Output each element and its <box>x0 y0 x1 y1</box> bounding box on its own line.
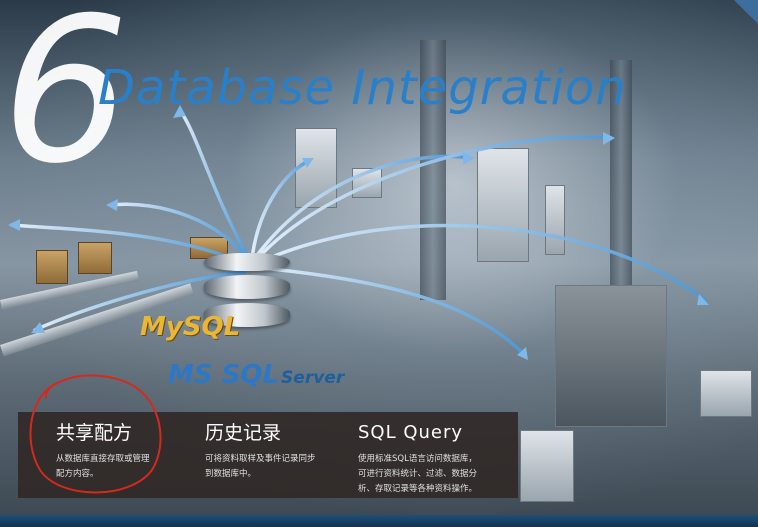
flow-arrow <box>33 270 247 332</box>
feature-description-line: 到数据库中。 <box>205 469 257 479</box>
mssql-logo-text: MS SQL <box>168 360 280 390</box>
feature-panel: 共享配方 从数据库直接存取或管理 配方内容。 历史记录 可将资料取样及事件记录同… <box>18 412 518 498</box>
printer-terminal <box>520 430 574 502</box>
flow-arrow <box>250 158 312 260</box>
packaging-machine <box>555 285 667 427</box>
feature-description: 使用标准SQL语言访问数据库， 可进行资料统计、过滤、数据分 析、存取记录等各种… <box>358 452 508 497</box>
feature-description-line: 可进行资料统计、过滤、数据分 <box>358 469 478 479</box>
cardboard-box <box>78 242 112 274</box>
arrowhead <box>106 199 118 211</box>
arrowhead <box>302 158 314 168</box>
hmi-panel <box>700 370 752 417</box>
flow-arrow <box>256 135 612 260</box>
feature-sql-query: SQL Query 使用标准SQL语言访问数据库， 可进行资料统计、过滤、数据分… <box>358 420 508 497</box>
feature-history-log: 历史记录 可将资料取样及事件记录同步 到数据库中。 <box>205 420 335 482</box>
feature-title: 共享配方 <box>56 422 133 444</box>
arrowhead <box>173 105 186 118</box>
arrowhead <box>697 294 709 305</box>
feature-shared-recipe: 共享配方 从数据库直接存取或管理 配方内容。 <box>56 420 168 482</box>
machine-unit <box>295 128 337 208</box>
factory-pillar <box>420 40 446 300</box>
flow-arrow <box>178 108 252 262</box>
feature-description-line: 可将资料取样及事件记录同步 <box>205 454 316 464</box>
feature-description-line: 使用标准SQL语言访问数据库， <box>358 454 477 464</box>
arrowhead <box>603 132 615 145</box>
feature-title: 历史记录 <box>205 422 282 444</box>
feature-description: 从数据库直接存取或管理 配方内容。 <box>56 452 168 482</box>
feature-description: 可将资料取样及事件记录同步 到数据库中。 <box>205 452 335 482</box>
feature-title: SQL Query <box>358 422 464 443</box>
feature-description-line: 从数据库直接存取或管理 <box>56 454 150 464</box>
bottom-strip <box>0 515 758 527</box>
corner-accent <box>734 0 758 24</box>
mssql-logo-suffix: Server <box>281 368 345 388</box>
flow-arrow <box>258 223 707 302</box>
arrowhead <box>31 322 45 333</box>
flow-arrow <box>260 266 527 357</box>
feature-description-line: 配方内容。 <box>56 469 99 479</box>
arrowhead <box>463 152 475 165</box>
page-title: Database Integration <box>98 60 627 116</box>
database-cylinder-icon <box>204 253 290 331</box>
arrowhead <box>8 219 20 231</box>
control-cabinet <box>477 148 529 262</box>
factory-pillar <box>610 60 632 300</box>
feature-description-line: 析、存取记录等各种资料操作。 <box>358 484 478 494</box>
mysql-logo: MySQL <box>140 312 241 342</box>
arrowhead <box>517 347 528 360</box>
flow-arrow <box>108 202 252 264</box>
cardboard-box <box>36 250 68 284</box>
flow-arrow <box>10 223 250 267</box>
